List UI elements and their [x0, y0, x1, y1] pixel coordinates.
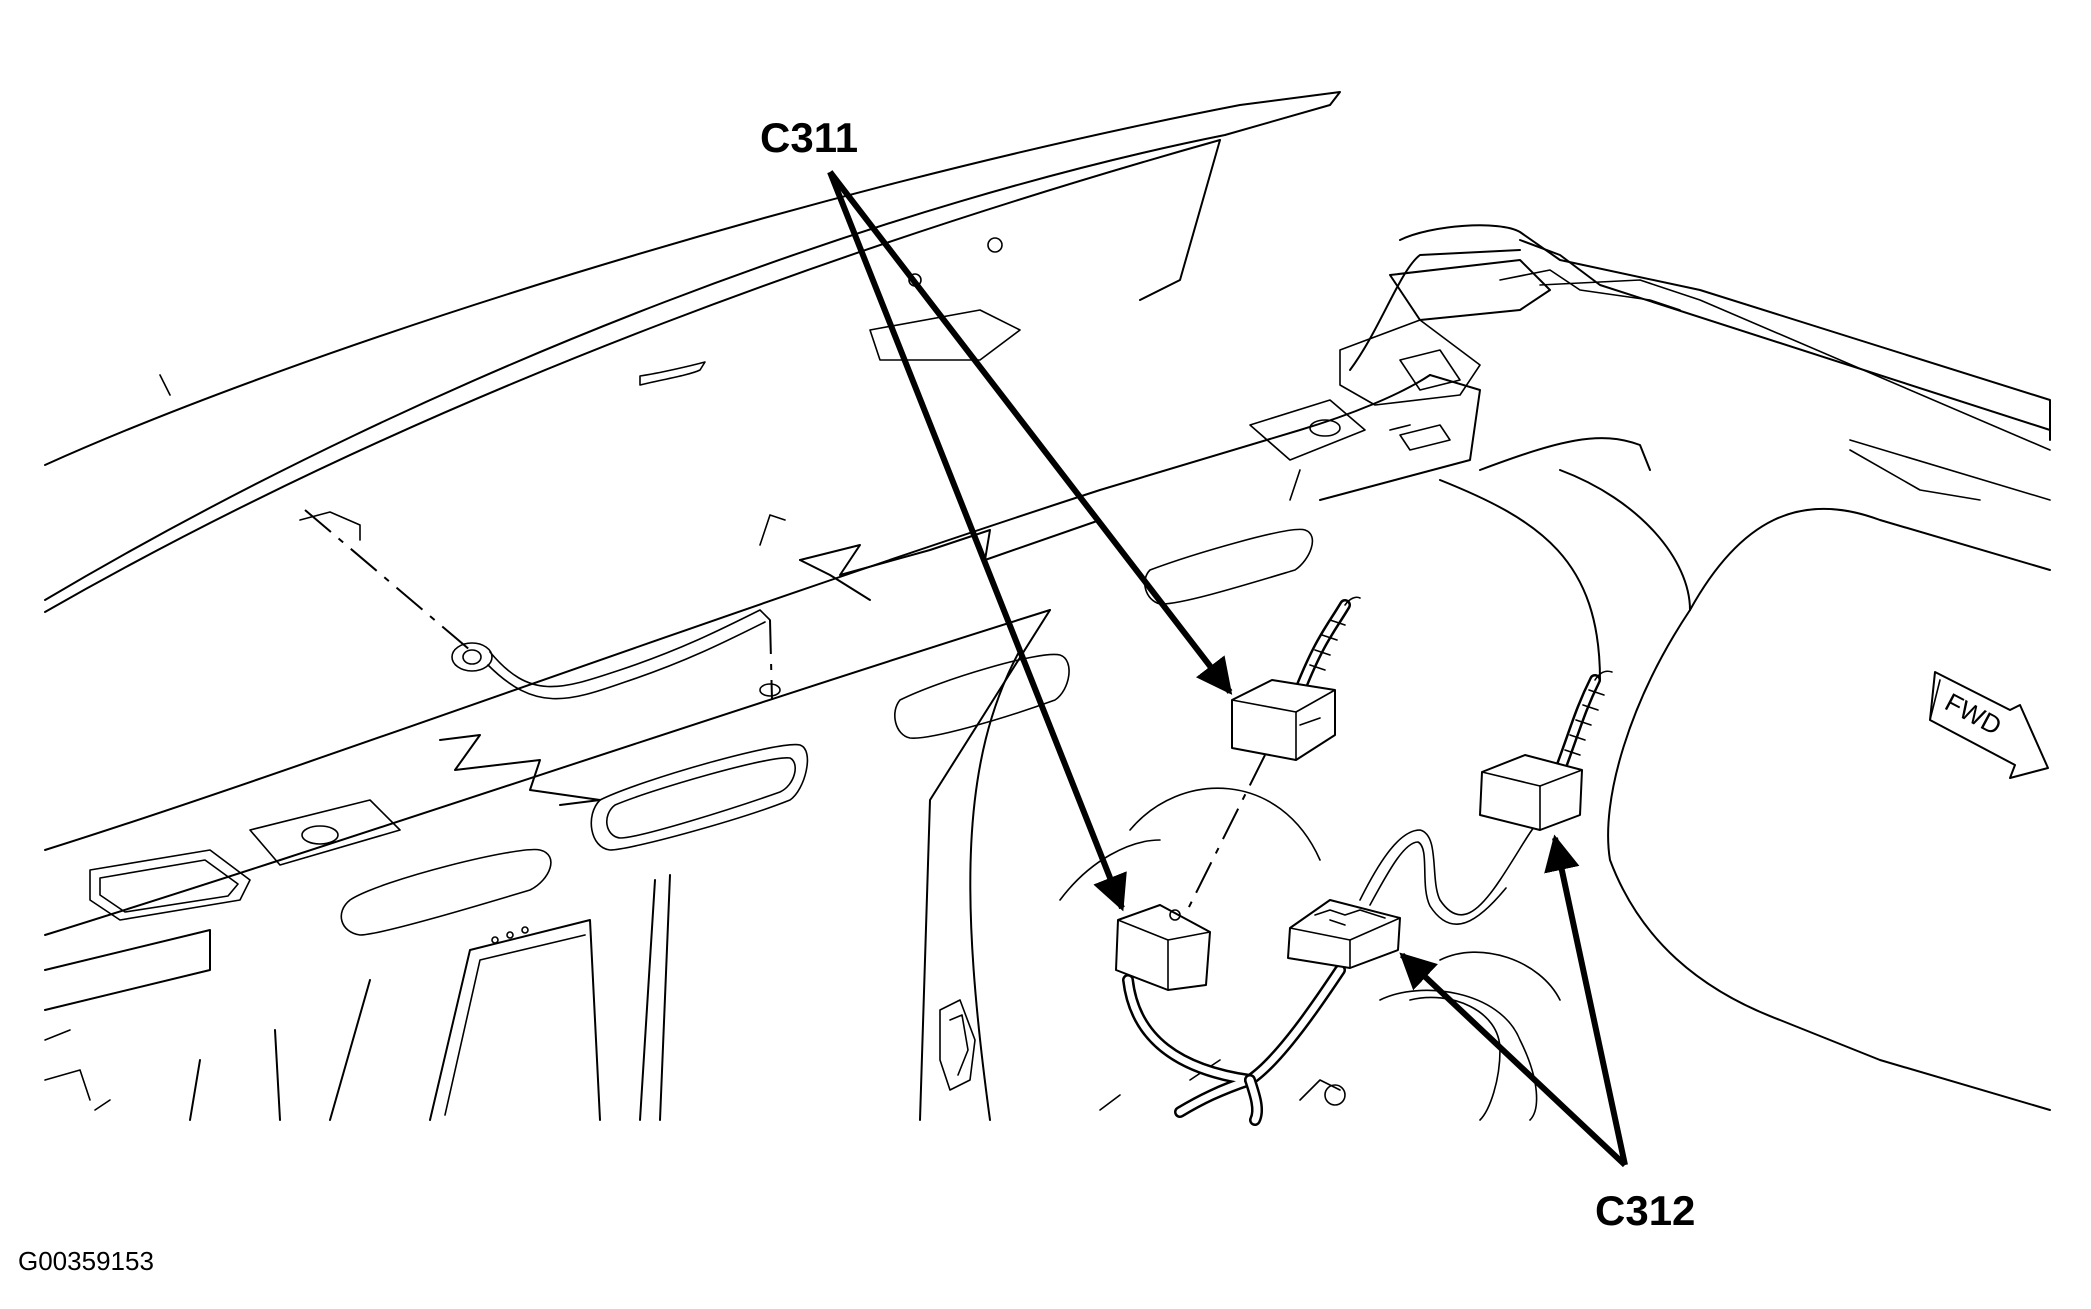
forward-direction-arrow: FWD	[1929, 671, 2049, 779]
roof-cross-member	[44, 319, 1481, 1011]
arrow-c311-lower	[827, 170, 1127, 912]
connector-c312-right	[1479, 754, 1583, 831]
wiring-harness	[1122, 596, 1613, 1126]
arrow-c312-left	[1399, 952, 1628, 1168]
body-pillar-structure	[44, 609, 1051, 1121]
figure-id: G00359153	[18, 1246, 154, 1276]
arrow-c312-right	[1544, 834, 1628, 1166]
body-side-panel	[1059, 224, 2051, 1121]
callout-c312: C312	[1595, 1187, 1695, 1234]
connector-c311-lower	[1115, 904, 1211, 991]
roof-panel	[44, 91, 1341, 613]
callout-arrows	[827, 170, 1628, 1168]
arrow-c311-upper	[827, 170, 1233, 695]
connector-c311-upper	[1231, 679, 1336, 761]
roof-wire-routing	[304, 509, 781, 701]
connector-c312-left	[1287, 899, 1401, 969]
callout-c311: C311	[760, 114, 858, 161]
